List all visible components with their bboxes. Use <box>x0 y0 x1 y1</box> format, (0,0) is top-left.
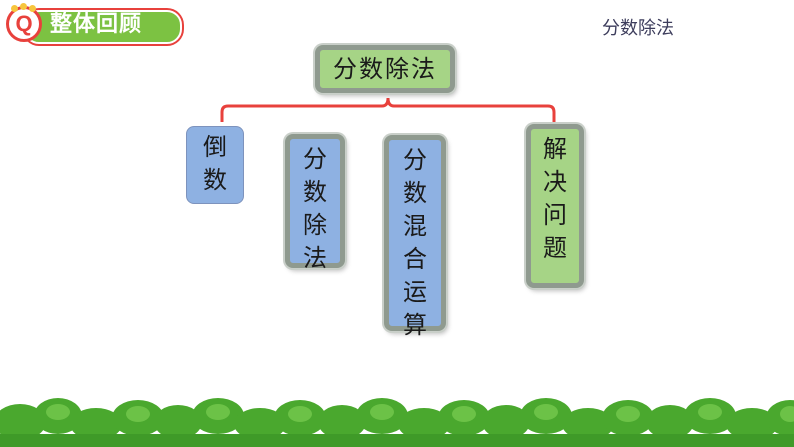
grass-strip <box>0 434 794 447</box>
branch-char: 数 <box>203 164 227 197</box>
branch-char: 决 <box>543 166 567 199</box>
branch-char: 分 <box>403 144 427 177</box>
branch-char: 数 <box>303 176 327 209</box>
branch-char: 算 <box>403 309 427 342</box>
branch-char: 法 <box>303 242 327 275</box>
branch-node-1: 倒 数 <box>186 126 244 204</box>
branch-node-4: 解 决 问 题 <box>526 124 584 288</box>
branch-char: 问 <box>543 199 567 232</box>
branch-node-3: 分 数 混 合 运 算 <box>384 135 446 331</box>
branch-char: 倒 <box>203 131 227 164</box>
branch-char: 数 <box>403 177 427 210</box>
branch-char: 混 <box>403 210 427 243</box>
branch-char: 运 <box>403 276 427 309</box>
bush-row <box>0 398 794 440</box>
bush-border <box>0 392 794 447</box>
brace-line <box>222 98 554 122</box>
branch-char: 题 <box>543 232 567 265</box>
branch-char: 解 <box>543 133 567 166</box>
branch-node-2: 分 数 除 法 <box>285 134 345 268</box>
branch-char: 分 <box>303 143 327 176</box>
branch-char: 除 <box>303 209 327 242</box>
root-node: 分数除法 <box>315 45 455 93</box>
branch-char: 合 <box>403 243 427 276</box>
